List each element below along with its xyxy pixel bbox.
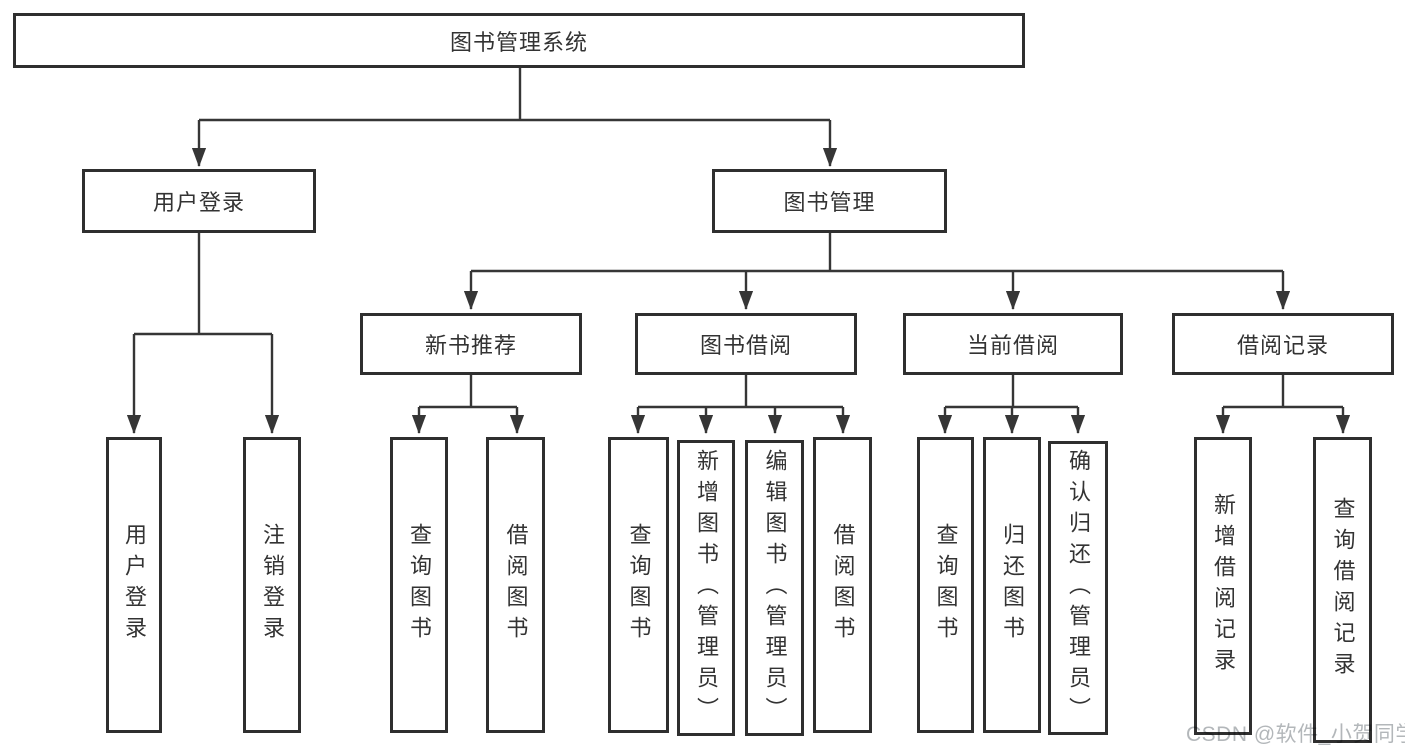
node-leaf-borrow-books-recommend: 借阅图书 — [486, 437, 545, 733]
node-leaf-add-borrow-record: 新增借阅记录 — [1194, 437, 1252, 735]
node-leaf-add-books-admin: 新增图书（管理员） — [677, 440, 735, 736]
node-leaf-query-books-borrowing: 查询图书 — [608, 437, 669, 733]
node-leaf-query-borrow-record: 查询借阅记录 — [1313, 437, 1372, 743]
node-leaf-add-books-admin-label: 新增图书（管理员） — [694, 448, 719, 728]
connector-trunk-paths — [134, 68, 1343, 409]
node-borrowing-records-label: 借阅记录 — [1236, 333, 1329, 358]
node-leaf-borrow-books-borrowing-label: 借阅图书 — [830, 523, 856, 647]
node-leaf-borrow-books-borrowing: 借阅图书 — [813, 437, 872, 733]
node-leaf-user-login-label: 用户登录 — [122, 523, 147, 647]
node-borrowing-records: 借阅记录 — [1172, 313, 1394, 375]
node-leaf-return-books: 归还图书 — [983, 437, 1041, 733]
node-leaf-query-books-recommend-label: 查询图书 — [407, 523, 432, 647]
node-leaf-confirm-return-admin-label: 确认归还（管理员） — [1066, 448, 1091, 728]
node-leaf-query-books-borrowing-label: 查询图书 — [626, 523, 652, 647]
node-leaf-logout: 注销登录 — [243, 437, 301, 733]
node-leaf-edit-books-admin-label: 编辑图书（管理员） — [762, 448, 788, 728]
node-book-management: 图书管理 — [712, 169, 947, 233]
node-leaf-query-books-recommend: 查询图书 — [390, 437, 448, 733]
node-user-login: 用户登录 — [82, 169, 316, 233]
node-leaf-logout-label: 注销登录 — [260, 523, 285, 647]
node-book-borrowing: 图书借阅 — [635, 313, 857, 375]
node-library-system: 图书管理系统 — [13, 13, 1025, 68]
node-user-login-label: 用户登录 — [152, 190, 245, 215]
node-leaf-query-books-current-label: 查询图书 — [933, 523, 959, 647]
node-book-borrowing-label: 图书借阅 — [699, 333, 792, 358]
node-current-borrowing-label: 当前借阅 — [966, 333, 1059, 358]
node-leaf-edit-books-admin: 编辑图书（管理员） — [745, 440, 804, 736]
node-leaf-query-borrow-record-label: 查询借阅记录 — [1330, 497, 1356, 683]
watermark-text: CSDN @软件_小贺同学 — [1186, 723, 1405, 746]
node-leaf-confirm-return-admin: 确认归还（管理员） — [1048, 441, 1108, 735]
node-new-book-recommendation: 新书推荐 — [360, 313, 582, 375]
node-leaf-add-borrow-record-label: 新增借阅记录 — [1211, 493, 1236, 679]
node-leaf-query-books-current: 查询图书 — [917, 437, 974, 733]
node-leaf-return-books-label: 归还图书 — [1000, 523, 1025, 647]
node-new-book-recommendation-label: 新书推荐 — [424, 333, 517, 358]
node-book-management-label: 图书管理 — [783, 190, 876, 215]
node-leaf-user-login: 用户登录 — [106, 437, 162, 733]
node-leaf-borrow-books-recommend-label: 借阅图书 — [503, 523, 529, 647]
node-current-borrowing: 当前借阅 — [903, 313, 1123, 375]
node-library-system-label: 图书管理系统 — [449, 29, 588, 55]
